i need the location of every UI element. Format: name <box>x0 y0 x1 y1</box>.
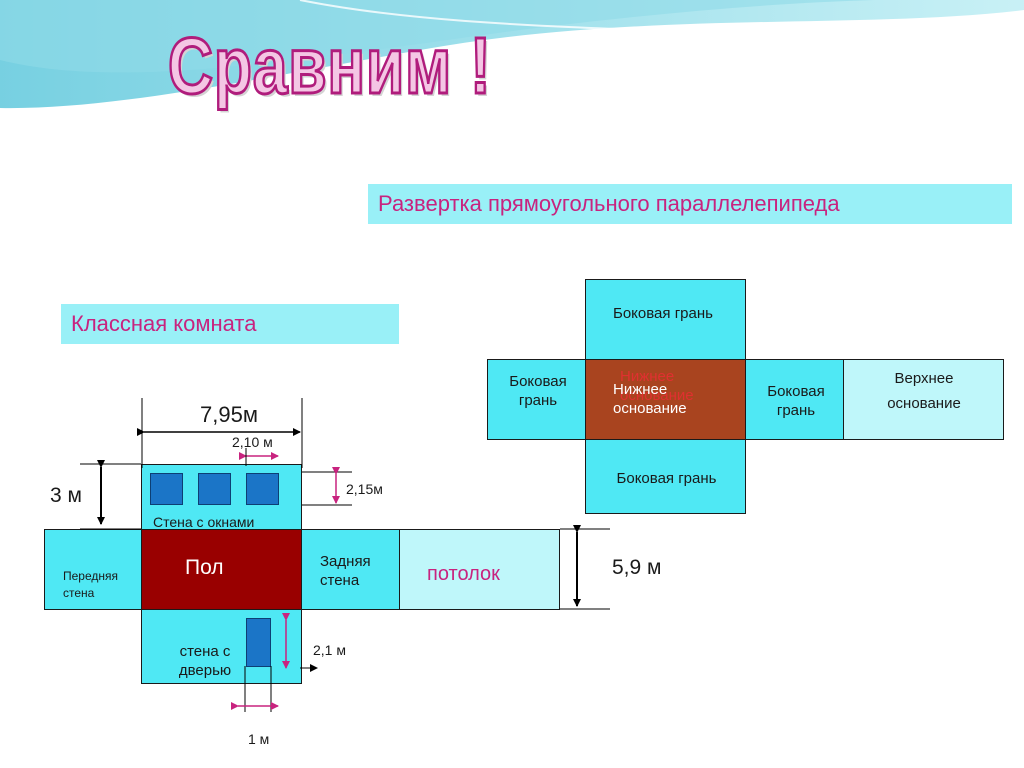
window-2 <box>198 473 231 505</box>
dim-window-height-label: 2,15м <box>346 481 383 497</box>
net-caption-text: Развертка прямоугольного параллелепипеда <box>378 191 840 216</box>
net-top-face-label: Боковая грань <box>613 305 713 322</box>
net-bottom-face-label: Боковая грань <box>616 470 717 487</box>
door <box>246 618 271 667</box>
floor-label: Пол <box>185 556 224 579</box>
net-top-face: Боковая грань <box>585 279 746 360</box>
wall-with-windows-label: Стена с окнами <box>153 514 255 530</box>
floor: Пол <box>141 529 302 610</box>
dim-window-width-label: 2,10 м <box>232 434 273 450</box>
room-caption: Классная комната <box>61 304 399 344</box>
front-wall: Передняя стена <box>44 529 142 610</box>
dim-door-height-label: 2,1 м <box>313 642 346 658</box>
window-1 <box>150 473 183 505</box>
net-bottom-face: Боковая грань <box>585 439 746 514</box>
ceiling: потолок <box>399 529 560 610</box>
slide-title: Сравним ! <box>167 20 492 112</box>
dim-door-width-label: 1 м <box>248 731 270 747</box>
front-wall-label: Передняя стена <box>63 569 119 600</box>
dim-width-label: 5,9 м <box>612 556 662 579</box>
wall-with-windows: Стена с окнами <box>141 464 302 530</box>
back-wall-label: Задняя стена <box>320 553 371 589</box>
window-3 <box>246 473 279 505</box>
net-upper-base: Верхнее основание <box>843 359 1004 440</box>
dim-height-label: 3 м <box>50 484 82 507</box>
net-bottom-base-label: Нижнее основание <box>613 381 687 417</box>
net-left-face-label: Боковая грань <box>509 373 567 409</box>
dim-length-label: 7,95м <box>200 402 258 427</box>
net-caption: Развертка прямоугольного параллелепипеда <box>368 184 1012 224</box>
back-wall: Задняя стена <box>301 529 400 610</box>
net-bottom-base-shadow-label: Нижнее основание <box>620 368 694 404</box>
background-wave <box>0 0 1024 109</box>
net-right-face-label: Боковая грань <box>767 383 825 419</box>
wall-with-door: стена с дверью <box>141 609 302 684</box>
room-caption-text: Классная комната <box>71 311 257 336</box>
wall-with-door-label: стена с дверью <box>178 643 232 679</box>
net-bottom-base: Нижнее основание Нижнее основание <box>585 359 746 440</box>
net-left-face: Боковая грань <box>487 359 586 440</box>
net-upper-base-label: Верхнее основание <box>887 370 961 412</box>
net-right-face: Боковая грань <box>745 359 844 440</box>
ceiling-label: потолок <box>427 563 500 585</box>
